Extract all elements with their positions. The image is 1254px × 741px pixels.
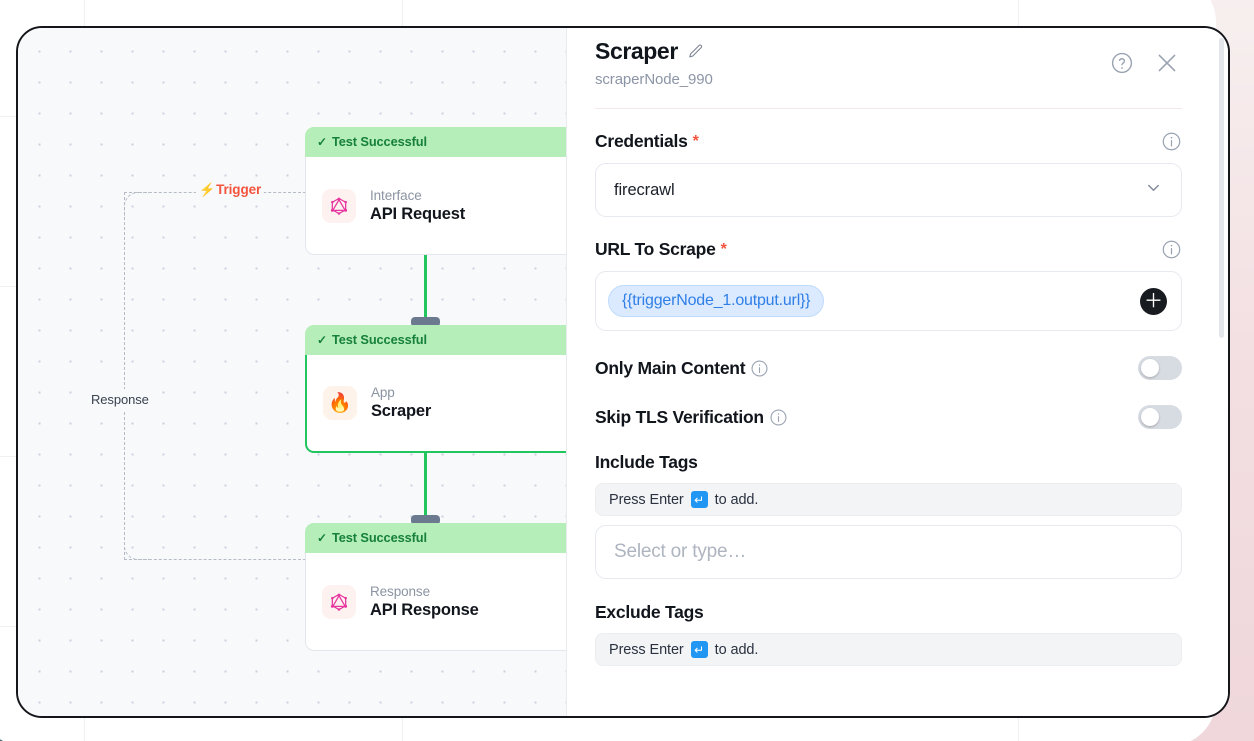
node-handle-top-3[interactable] (411, 515, 440, 525)
node-text: App Scraper (371, 385, 431, 421)
node-properties-panel: Scraper scraperNode_990 (566, 28, 1228, 716)
panel-header: Scraper scraperNode_990 (595, 28, 1182, 88)
app-window: ⚡ Trigger Response ✓ Test Successful (16, 26, 1230, 718)
node-title: Scraper (371, 402, 432, 420)
page-title: Scraper (595, 38, 678, 64)
question-circle-icon[interactable] (1110, 51, 1134, 75)
node-text: Interface API Request (370, 188, 465, 224)
flow-node-api-request[interactable]: ✓ Test Successful (305, 127, 566, 255)
trigger-edge-corner (124, 192, 150, 218)
node-status-text: Test Successful (331, 134, 427, 149)
enter-key-icon: ↵ (690, 641, 708, 658)
credentials-label-text: Credentials (595, 131, 688, 151)
skip-tls-verification-row: Skip TLS Verification (595, 405, 1182, 429)
graphql-icon (322, 584, 356, 619)
response-edge-vertical (124, 192, 125, 560)
graphql-icon (322, 188, 356, 223)
node-body[interactable]: Interface API Request (305, 157, 566, 255)
trigger-label: ⚡ Trigger (196, 182, 265, 197)
node-kind: Interface (370, 187, 422, 203)
include-tags-placeholder: Select or type… (614, 541, 747, 562)
node-title: API Request (370, 204, 465, 223)
response-label: Response (86, 389, 154, 410)
skip-tls-verification-toggle[interactable] (1138, 405, 1182, 429)
edge-scraper-to-response (424, 438, 427, 524)
required-marker: * (692, 132, 699, 150)
info-circle-icon[interactable] (750, 359, 769, 378)
flow-node-scraper[interactable]: ✓ Test Successful 🔥 App Scraper (305, 325, 566, 453)
only-main-content-row: Only Main Content (595, 356, 1182, 380)
node-body[interactable]: Response API Response (305, 553, 566, 651)
panel-scrollbar[interactable] (1219, 38, 1224, 698)
node-body[interactable]: 🔥 App Scraper (305, 355, 566, 453)
include-tags-hint: Press Enter ↵ to add. (595, 483, 1182, 516)
flame-icon: 🔥 (323, 386, 357, 420)
exclude-tags-hint: Press Enter ↵ to add. (595, 633, 1182, 666)
enter-key-icon: ↵ (690, 491, 708, 508)
include-tags-input[interactable]: Select or type… (595, 525, 1182, 579)
only-main-content-label-text: Only Main Content (595, 357, 746, 378)
only-main-content-label: Only Main Content (595, 358, 769, 379)
exclude-tags-label: Exclude Tags (595, 602, 704, 622)
check-icon: ✓ (317, 134, 327, 149)
required-marker: * (720, 240, 727, 258)
node-status-text: Test Successful (331, 530, 427, 545)
node-status-text: Test Successful (331, 332, 427, 347)
hint-suffix: to add. (714, 641, 759, 658)
workflow-canvas[interactable]: ⚡ Trigger Response ✓ Test Successful (18, 28, 566, 716)
pencil-icon[interactable] (687, 43, 704, 60)
url-to-scrape-input[interactable]: {{triggerNode_1.output.url}} ＋ (595, 271, 1182, 331)
check-icon: ✓ (317, 530, 327, 545)
check-icon: ✓ (317, 332, 327, 347)
lightning-bolt-icon: ⚡ (199, 182, 216, 197)
hint-suffix: to add. (714, 491, 759, 508)
info-circle-icon[interactable] (1161, 239, 1182, 260)
info-circle-icon[interactable] (769, 408, 788, 427)
include-tags-group: Include Tags Press Enter ↵ to add. Selec… (595, 452, 1182, 579)
credentials-value: firecrawl (614, 180, 675, 199)
node-kind: App (371, 385, 395, 400)
response-edge-horizontal (124, 559, 306, 560)
node-handle-top-2[interactable] (411, 317, 440, 327)
only-main-content-toggle[interactable] (1138, 356, 1182, 380)
trigger-label-text: Trigger (216, 182, 262, 197)
hint-prefix: Press Enter (609, 641, 684, 658)
node-status-badge: ✓ Test Successful (305, 127, 566, 157)
exclude-tags-group: Exclude Tags Press Enter ↵ to add. (595, 602, 1182, 666)
header-divider (595, 108, 1182, 109)
response-edge-corner (124, 534, 150, 560)
node-kind: Response (370, 583, 430, 599)
node-id: scraperNode_990 (595, 71, 713, 88)
edge-request-to-scraper (424, 240, 427, 326)
node-text: Response API Response (370, 584, 479, 620)
skip-tls-verification-label-text: Skip TLS Verification (595, 406, 764, 427)
info-circle-icon[interactable] (1161, 131, 1182, 152)
url-to-scrape-label: URL To Scrape * (595, 239, 727, 260)
url-to-scrape-label-text: URL To Scrape (595, 239, 716, 259)
response-label-text: Response (91, 392, 149, 407)
skip-tls-verification-label: Skip TLS Verification (595, 407, 788, 428)
credentials-field: Credentials * firecrawl (595, 131, 1182, 217)
expression-token[interactable]: {{triggerNode_1.output.url}} (608, 285, 825, 317)
chevron-down-icon (1144, 178, 1163, 202)
credentials-select[interactable]: firecrawl (595, 163, 1182, 217)
hint-prefix: Press Enter (609, 491, 684, 508)
include-tags-label: Include Tags (595, 452, 698, 472)
close-icon[interactable] (1154, 50, 1180, 76)
credentials-label: Credentials * (595, 131, 699, 152)
panel-scrollbar-thumb[interactable] (1219, 38, 1224, 338)
plus-circle-icon[interactable]: ＋ (1140, 287, 1167, 315)
node-status-badge: ✓ Test Successful (305, 325, 566, 355)
node-title: API Response (370, 600, 479, 619)
flow-node-api-response[interactable]: ✓ Test Successful (305, 523, 566, 651)
url-to-scrape-field: URL To Scrape * {{triggerNode_1.output.u… (595, 239, 1182, 331)
node-status-badge: ✓ Test Successful (305, 523, 566, 553)
